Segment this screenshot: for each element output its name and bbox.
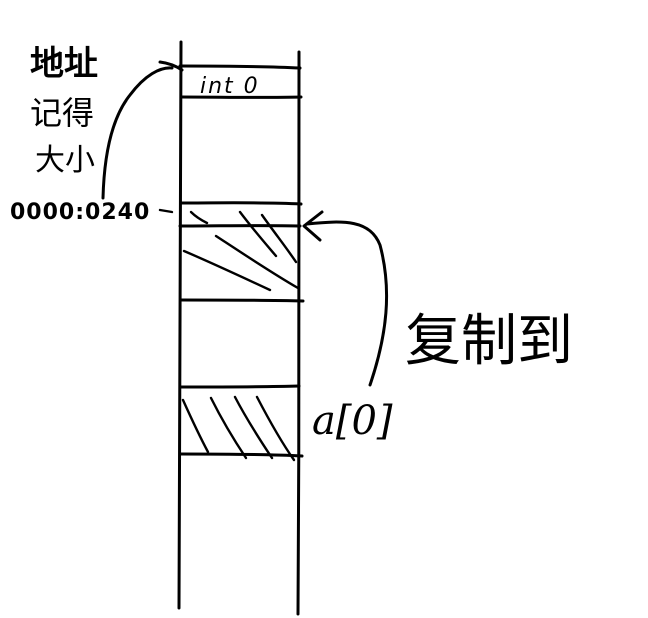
address-note-line2: 记得 — [30, 94, 94, 132]
address-pointer-tip — [158, 60, 184, 72]
divider-mid-3 — [179, 298, 305, 303]
copy-to-label: 复制到 — [405, 309, 573, 374]
address-note-line3: 大小 — [35, 143, 95, 178]
address-value: 0000:0240 — [10, 200, 150, 225]
divider-low-2 — [178, 452, 304, 458]
divider-mid-1 — [179, 201, 303, 206]
shaded-cell-lower — [181, 395, 296, 462]
column-left-border — [177, 40, 183, 610]
copy-arrow-head — [302, 210, 324, 242]
shaded-cell-upper — [182, 210, 300, 292]
address-pointer-line — [101, 66, 174, 200]
memory-column — [177, 40, 301, 616]
memory-dividers — [178, 64, 305, 458]
address-note-line1: 地址 — [30, 44, 98, 84]
address-note: 地址 记得 大小 0000:0240 — [10, 44, 150, 225]
top-cell-label: int 0 — [200, 74, 260, 99]
divider-low-1 — [178, 384, 301, 389]
divider-top-1 — [178, 64, 302, 70]
address-pointer-dot — [158, 208, 174, 214]
column-right-border — [296, 50, 301, 616]
copy-arrow-curve — [305, 220, 389, 387]
copy-target-label: a[0] — [312, 398, 393, 444]
